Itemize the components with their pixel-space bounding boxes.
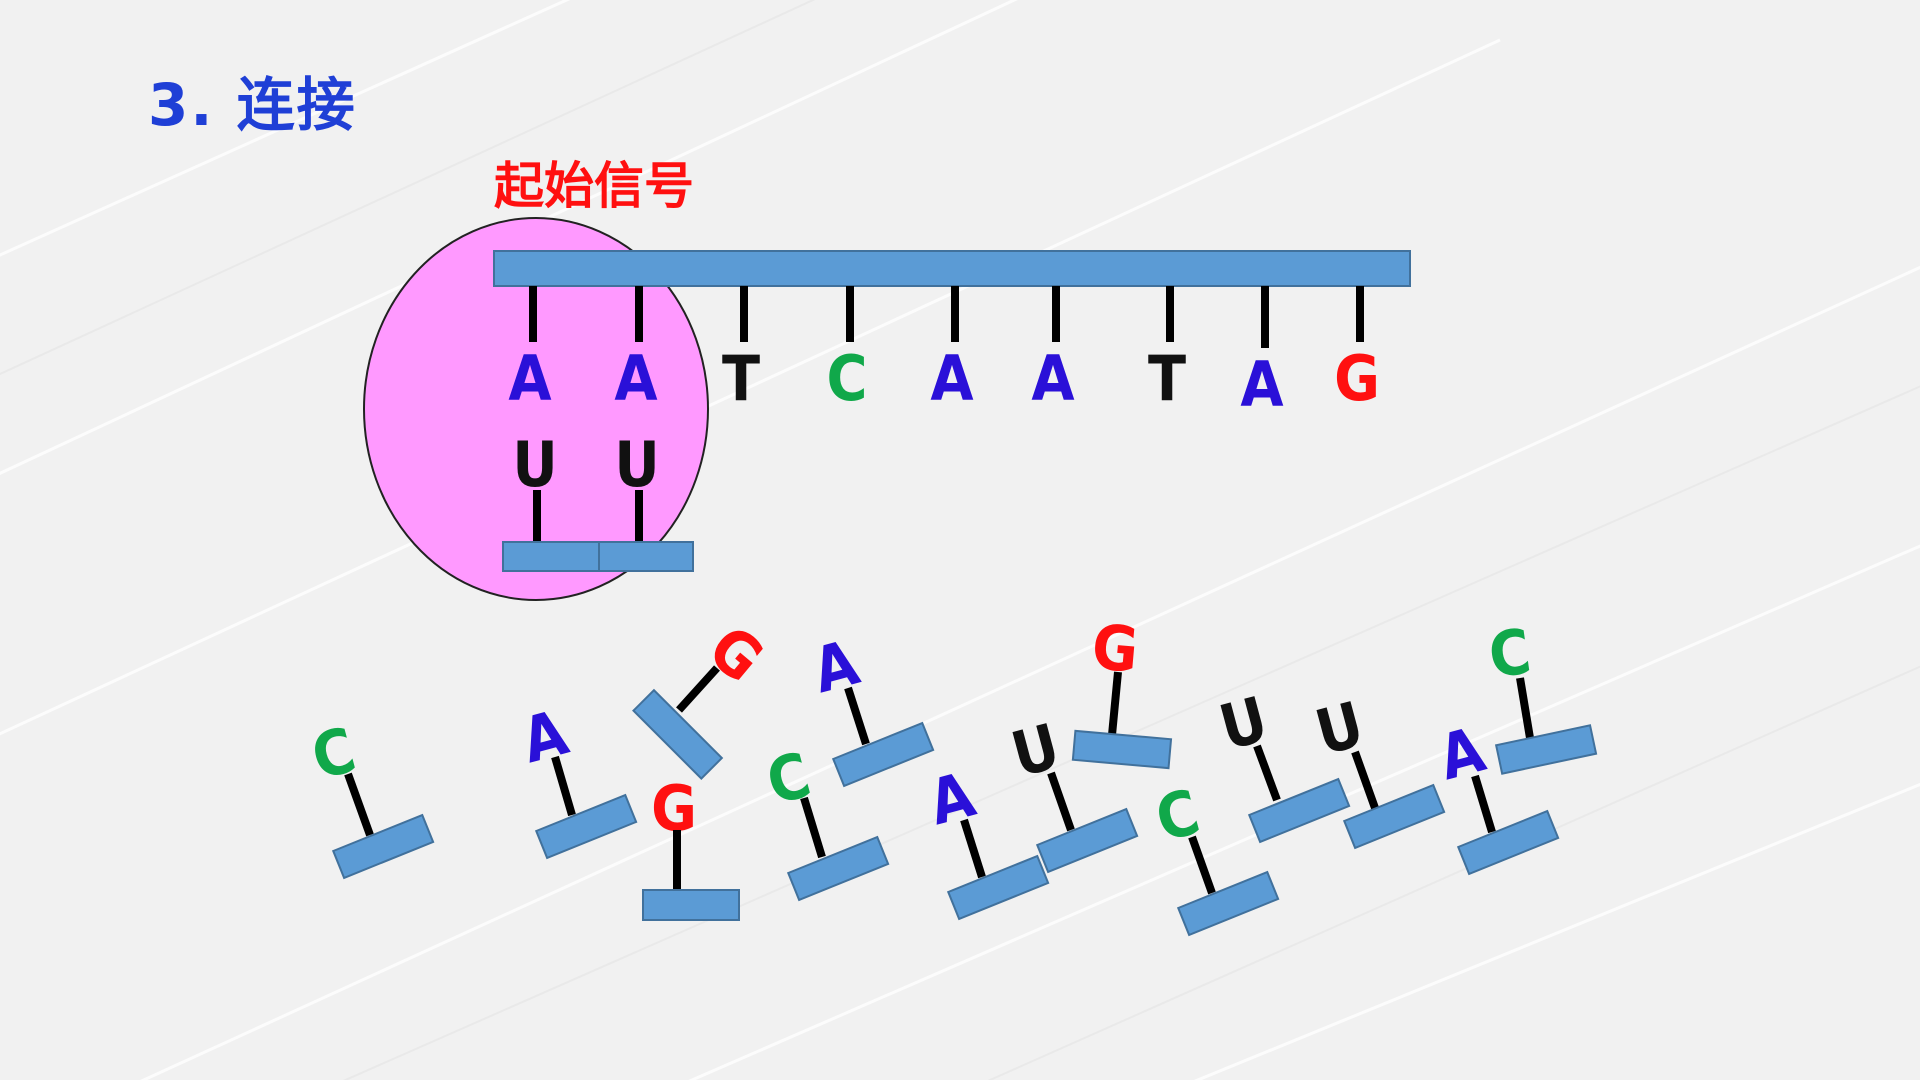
free-nucleotide-sugar [534,793,638,860]
free-nucleotide-sugar [1456,809,1560,876]
template-base-2: A [614,286,658,415]
free-base-letter: A [921,758,982,840]
paired-nucleotide-sugar [502,541,600,572]
slide-title: 3. 连接 [148,71,357,139]
template-bases: A A T C A A T [508,286,1380,421]
free-nucleotide-sugar [831,721,935,788]
free-nucleotide-sugar [632,688,724,780]
free-base-letter: U [1308,687,1371,769]
start-signal-label: 起始信号 [494,157,694,215]
free-base-letter: A [514,696,575,778]
paired-base-letter: U [512,428,557,501]
free-base-letter: C [1484,615,1535,693]
template-base-8: A [1240,286,1284,421]
template-base-1: A [508,286,552,415]
paired-base-letter: U [614,428,659,501]
template-base-3: T [722,286,760,415]
template-base-letter: A [1240,348,1283,421]
free-nucleotide-sugar [946,854,1050,921]
paired-nucleotides: U U [502,428,694,572]
template-base-letter: C [827,342,868,415]
template-base-7: T [1148,286,1186,415]
template-base-letter: A [1031,342,1074,415]
free-nucleotide-9: G [1071,610,1173,770]
free-nucleotide-sugar [642,889,740,921]
free-nucleotide-1: C [304,713,435,880]
free-nucleotide-sugar [1071,729,1173,770]
free-nucleotide-2: A [514,696,638,860]
template-base-letter: T [1148,342,1186,415]
free-base-letter: A [1431,713,1492,795]
free-nucleotide-sugar [786,835,890,902]
free-base-letter: U [1212,682,1275,764]
template-base-4: C [827,286,868,415]
free-nucleotide-3: G [632,611,777,780]
free-nucleotide-7: A [921,758,1050,921]
free-nucleotide-4: G [642,772,740,921]
template-base-letter: T [722,342,760,415]
template-base-letter: A [614,342,657,415]
template-strand-backbone [493,250,1411,287]
free-nucleotides: C A G G C [304,610,1598,937]
paired-nucleotide-1: U [502,428,600,572]
free-nucleotide-sugar [1494,724,1598,775]
free-nucleotide-sugar [331,813,435,880]
free-nucleotide-11: U [1212,682,1351,844]
paired-nucleotide-sugar [598,541,694,572]
free-nucleotide-12: U [1308,687,1446,850]
free-nucleotide-10: C [1148,775,1280,937]
free-nucleotide-sugar [1035,807,1139,874]
free-nucleotide-sugar [1176,870,1280,937]
template-base-6: A [1031,286,1075,415]
template-base-letter: A [508,342,551,415]
free-base-letter: U [1004,709,1067,791]
free-base-letter: A [805,626,866,708]
free-nucleotide-sugar [1342,783,1446,850]
template-base-5: A [930,286,974,415]
template-base-letter: G [1334,342,1380,415]
template-base-letter: A [930,342,973,415]
ribosome [363,217,709,601]
free-nucleotide-sugar [1247,777,1351,844]
free-nucleotide-14: C [1484,615,1598,775]
paired-nucleotide-2: U [598,428,694,572]
free-nucleotide-6: A [805,626,935,788]
template-base-9: G [1334,286,1380,415]
